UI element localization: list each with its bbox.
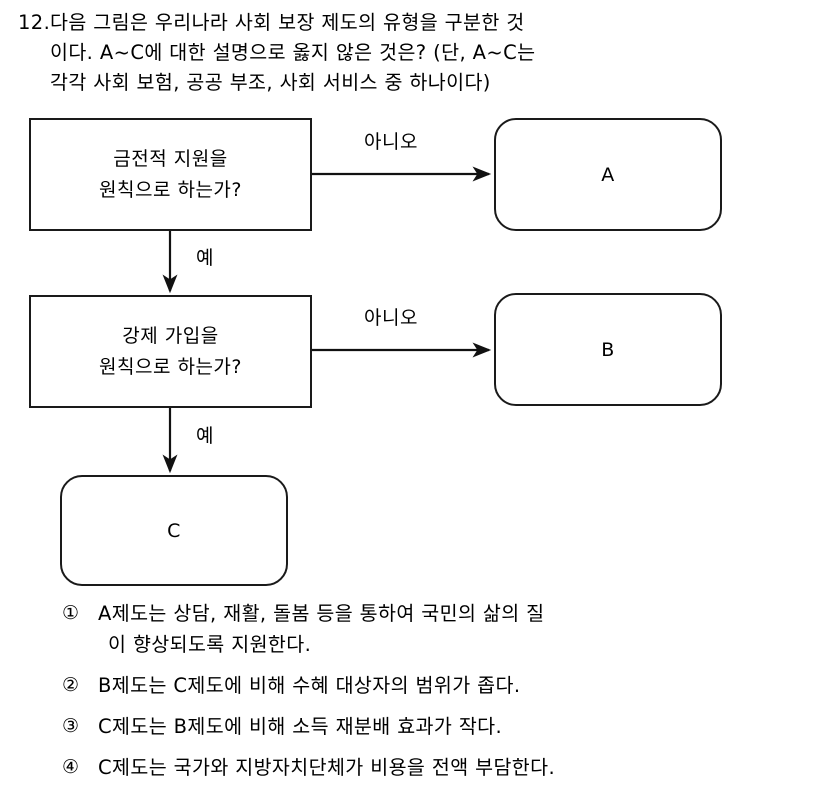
question-line-1: 12. 다음 그림은 우리나라 사회 보장 제도의 유형을 구분한 것 (18, 8, 808, 38)
flowchart-diagram: 금전적 지원을 원칙으로 하는가? 강제 가입을 원칙으로 하는가? A B C… (0, 105, 826, 595)
edge-label-no-1: 아니오 (364, 131, 418, 153)
answer-choice-3[interactable]: ③ C제도는 B제도에 비해 소득 재분배 효과가 작다. (62, 711, 822, 742)
edge-label-no-2: 아니오 (364, 307, 418, 329)
choice-body-4: C제도는 국가와 지방자치단체가 비용을 전액 부담한다. (98, 752, 822, 783)
choice-marker-2: ② (62, 674, 80, 696)
answer-choice-1[interactable]: ① A제도는 상담, 재활, 돌봄 등을 통하여 국민의 삶의 질 이 향상되도… (62, 598, 822, 660)
terminal-b-label: B (601, 338, 615, 361)
choice-1-line-1: A제도는 상담, 재활, 돌봄 등을 통하여 국민의 삶의 질 (98, 602, 545, 625)
decision-2-line-1: 강제 가입을 (122, 324, 219, 347)
decision-2-line-2: 원칙으로 하는가? (99, 355, 242, 378)
answer-choice-4[interactable]: ④ C제도는 국가와 지방자치단체가 비용을 전액 부담한다. (62, 752, 822, 783)
terminal-node-a: A (494, 118, 722, 231)
question-number: 12. (18, 11, 51, 34)
choice-3-line-1: C제도는 B제도에 비해 소득 재분배 효과가 작다. (98, 715, 503, 738)
choice-1-line-2: 이 향상되도록 지원한다. (108, 633, 312, 656)
choice-body-1: A제도는 상담, 재활, 돌봄 등을 통하여 국민의 삶의 질 이 향상되도록 … (98, 598, 822, 660)
terminal-node-c: C (60, 475, 288, 586)
choice-body-3: C제도는 B제도에 비해 소득 재분배 효과가 작다. (98, 711, 822, 742)
decision-1-line-2: 원칙으로 하는가? (99, 178, 242, 201)
decision-node-mandatory-enrollment: 강제 가입을 원칙으로 하는가? (29, 295, 312, 408)
terminal-c-label: C (167, 519, 181, 542)
question-line-2: 이다. A~C에 대한 설명으로 옳지 않은 것은? (단, A~C는 (18, 38, 808, 68)
decision-node-monetary-support: 금전적 지원을 원칙으로 하는가? (29, 118, 312, 231)
question-text-line-1: 다음 그림은 우리나라 사회 보장 제도의 유형을 구분한 것 (50, 11, 525, 34)
edge-label-yes-2: 예 (196, 425, 214, 447)
question-text-line-2: 이다. A~C에 대한 설명으로 옳지 않은 것은? (단, A~C는 (50, 41, 536, 64)
answer-choice-2[interactable]: ② B제도는 C제도에 비해 수혜 대상자의 범위가 좁다. (62, 670, 822, 701)
question-stem: 12. 다음 그림은 우리나라 사회 보장 제도의 유형을 구분한 것 이다. … (18, 8, 808, 98)
decision-1-line-1: 금전적 지원을 (113, 147, 228, 170)
choice-marker-4: ④ (62, 756, 80, 778)
choice-4-line-1: C제도는 국가와 지방자치단체가 비용을 전액 부담한다. (98, 756, 556, 779)
question-line-3: 각각 사회 보험, 공공 부조, 사회 서비스 중 하나이다) (18, 68, 808, 98)
answer-choices: ① A제도는 상담, 재활, 돌봄 등을 통하여 국민의 삶의 질 이 향상되도… (62, 598, 822, 793)
choice-2-line-1: B제도는 C제도에 비해 수혜 대상자의 범위가 좁다. (98, 674, 521, 697)
choice-marker-3: ③ (62, 715, 80, 737)
question-text-line-3: 각각 사회 보험, 공공 부조, 사회 서비스 중 하나이다) (50, 71, 491, 94)
choice-marker-1: ① (62, 602, 80, 624)
edge-label-yes-1: 예 (196, 247, 214, 269)
terminal-node-b: B (494, 293, 722, 406)
choice-body-2: B제도는 C제도에 비해 수혜 대상자의 범위가 좁다. (98, 670, 822, 701)
terminal-a-label: A (601, 163, 615, 186)
